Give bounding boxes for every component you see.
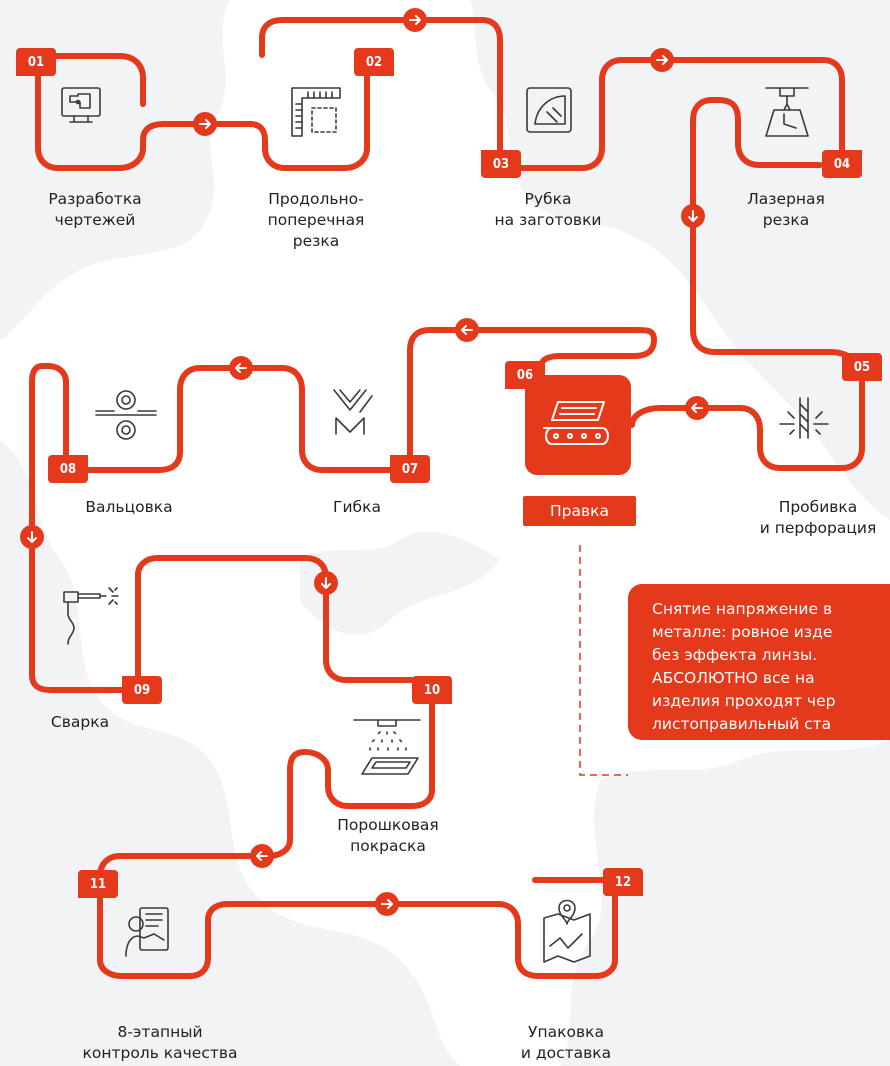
info-line: изделия проходят чер <box>652 692 836 710</box>
arrow-left-icon <box>455 318 479 342</box>
info-line: без эффекта линзы. <box>652 646 818 664</box>
arrow-left-icon <box>229 356 253 380</box>
step-label-07: Гибка <box>333 498 381 516</box>
arrow-left-icon <box>250 844 274 868</box>
info-line: Снятие напряжение в <box>652 600 833 618</box>
step-number-badge-08: 08 <box>48 455 88 483</box>
arrow-right-icon <box>403 8 427 32</box>
route-line-7 <box>97 749 618 979</box>
step-number-badge-02: 02 <box>354 48 394 76</box>
arrow-right-icon <box>193 112 217 136</box>
laser-cutter-icon <box>765 87 809 137</box>
welding-torch-icon <box>63 587 119 645</box>
step-number-badge-06: 06 <box>505 361 545 389</box>
ruler-cutting-icon <box>291 87 341 137</box>
bending-icon <box>333 389 373 435</box>
punch-press-icon <box>779 397 829 439</box>
info-callout: Снятие напряжение в металле: ровное изде… <box>628 584 890 740</box>
powder-coating-icon <box>353 719 421 775</box>
arrow-down-icon <box>314 571 338 595</box>
step-number-badge-01: 01 <box>16 48 56 76</box>
arrow-down-icon <box>20 525 44 549</box>
dashed-connector <box>579 545 628 776</box>
arrow-right-icon <box>650 48 674 72</box>
info-line: металле: ровное изде <box>652 623 833 641</box>
step-number-badge-10: 10 <box>412 676 452 704</box>
step-label-09: Сварка <box>50 713 110 731</box>
info-line: листоправильный ста <box>652 715 832 733</box>
monitor-blueprint-icon <box>61 87 101 123</box>
step-number-badge-11: 11 <box>78 870 118 898</box>
route-line-4 <box>407 327 657 468</box>
arrow-left-icon <box>685 396 709 420</box>
info-line: АБСОЛЮТНО все на <box>652 669 815 687</box>
shear-blade-icon <box>526 87 572 133</box>
step-number-badge-05: 05 <box>842 353 882 381</box>
step-number-badge-03: 03 <box>481 150 521 178</box>
route-line-5 <box>29 363 410 693</box>
quality-inspector-icon <box>125 907 169 957</box>
step-number-badge-09: 09 <box>122 676 162 704</box>
step-number-badge-04: 04 <box>822 150 862 178</box>
route-line-2 <box>259 17 845 171</box>
delivery-map-icon <box>543 899 591 963</box>
step-label-08: Вальцовка <box>85 498 173 516</box>
arrow-right-icon <box>375 892 399 916</box>
arrow-down-icon <box>681 204 705 228</box>
straightening-highlight-box <box>525 375 631 475</box>
step-number-badge-12: 12 <box>603 868 643 896</box>
step-number-badge-07: 07 <box>390 455 430 483</box>
rollers-icon <box>95 390 157 440</box>
step-label-06: Правка <box>523 496 636 526</box>
